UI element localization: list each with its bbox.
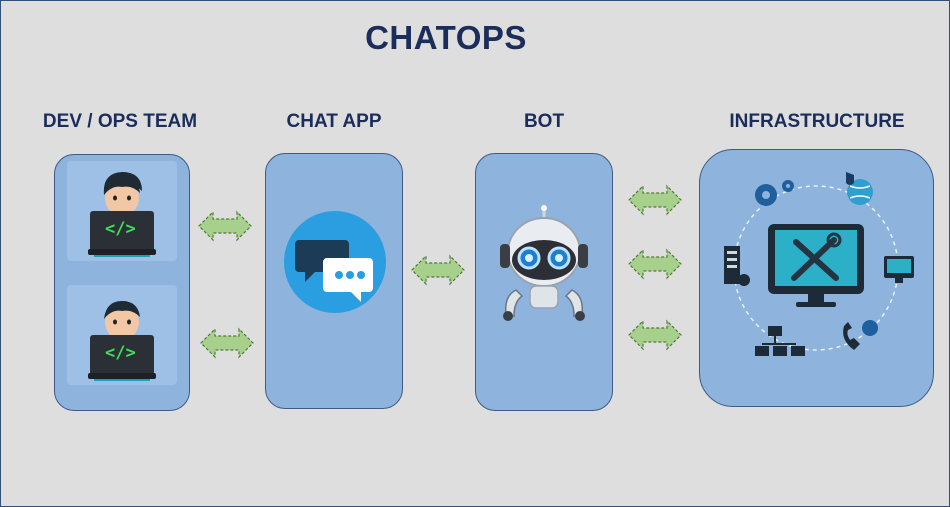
code-glyph: </> [105, 343, 136, 363]
developer-card: </> [67, 285, 177, 385]
chat-app-box [265, 153, 403, 409]
label-infrastructure: INFRASTRUCTURE [729, 111, 905, 132]
robot-icon [500, 205, 588, 321]
code-glyph: </> [105, 219, 136, 239]
developer-icon [88, 172, 156, 257]
globe-shield-icon [846, 172, 873, 205]
display-icon [884, 256, 914, 283]
network-icon [755, 326, 805, 356]
gear-icon [755, 180, 794, 206]
developer-card: </> [67, 161, 177, 261]
label-bot: BOT [523, 111, 565, 132]
bidirectional-arrow-icon [628, 319, 682, 351]
infrastructure-illustration [724, 172, 914, 356]
infrastructure-box [699, 149, 934, 407]
label-dev-ops-team: DEV / OPS TEAM [42, 111, 198, 132]
dev-ops-team-box: </> </> [54, 154, 190, 411]
server-icon [724, 246, 750, 286]
monitor-tools-icon [768, 224, 864, 307]
bidirectional-arrow-icon [628, 184, 682, 216]
label-chat-app: CHAT APP [286, 111, 382, 132]
chat-bubbles-icon [284, 211, 386, 313]
bidirectional-arrow-icon [411, 254, 465, 286]
bidirectional-arrow-icon [198, 210, 252, 242]
bidirectional-arrow-icon [200, 327, 254, 359]
developer-icon [88, 301, 156, 381]
bot-box [475, 153, 613, 411]
bidirectional-arrow-icon [628, 248, 682, 280]
diagram-title: CHATOPS [365, 19, 527, 56]
phone-info-icon [843, 320, 878, 350]
